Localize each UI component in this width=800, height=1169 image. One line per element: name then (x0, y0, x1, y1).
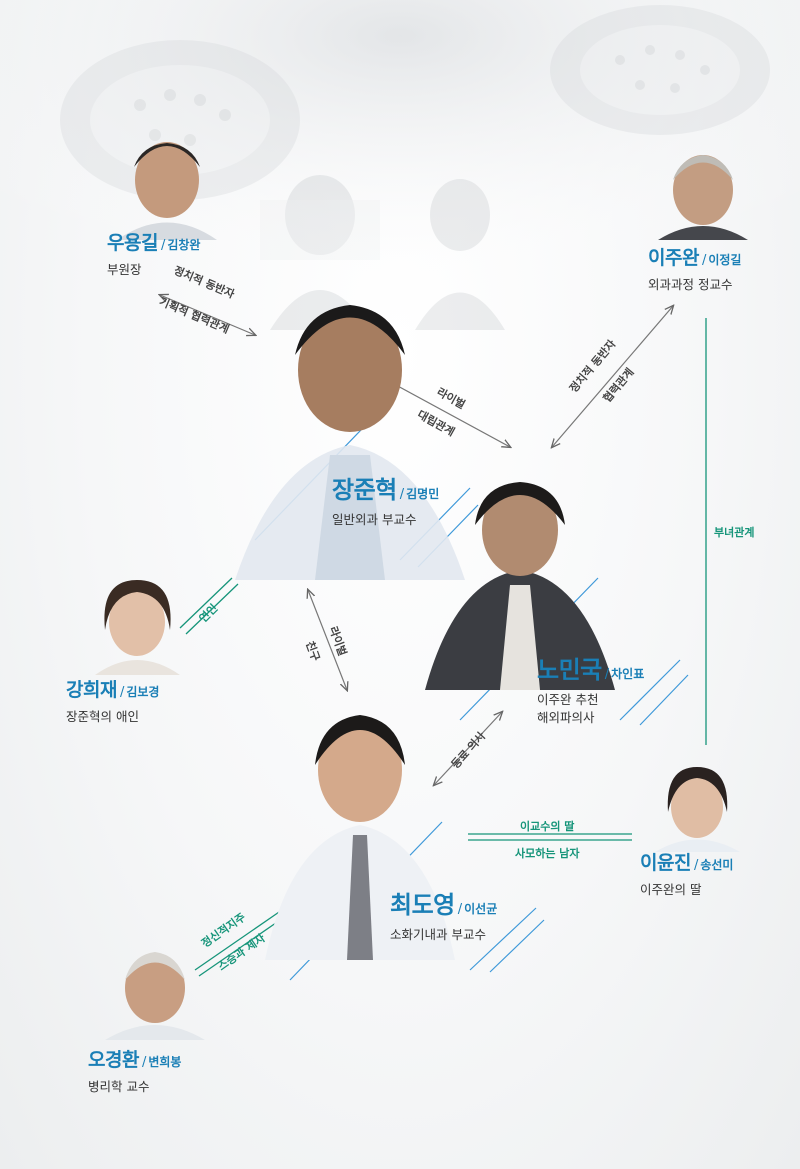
line-oh-choi-2 (198, 915, 287, 977)
character-name: 노민국 (537, 656, 602, 684)
character-role: 병리학 교수 (88, 1079, 150, 1094)
surgeons-silhouette (260, 175, 505, 330)
actor-name: 김명민 (406, 487, 440, 501)
slash-divider: / (701, 253, 707, 268)
character-name: 강희재 (66, 679, 117, 701)
arrow-no-leejuwan (552, 306, 673, 447)
slash-divider: / (399, 487, 405, 502)
slash-divider: / (119, 685, 125, 700)
surgical-lamp-left (60, 40, 300, 200)
character-no-mingook: 노민국/차인표 이주완 추천 해외파의사 (537, 650, 644, 727)
actor-name: 이정길 (708, 253, 742, 267)
relation-label-professor-daughter: 이교수의 딸 (520, 820, 575, 833)
character-choi-doyoung: 최도영/이선균 소화기내과 부교수 (390, 885, 497, 944)
character-oh-kyunghwan: 오경환/변희봉 병리학 교수 (88, 1045, 181, 1096)
character-jang-junhyuk: 장준혁/김명민 일반외과 부교수 (332, 470, 439, 529)
character-role: 이주완의 딸 (640, 882, 702, 897)
slash-divider: / (693, 858, 699, 873)
character-role: 외과과정 정교수 (648, 277, 733, 292)
portrait-woo-yonggil (117, 142, 217, 240)
arrow-jang-choi (308, 590, 347, 690)
portrait-jang-junhyuk (235, 305, 465, 580)
surgical-lamp-right (550, 5, 770, 135)
character-name: 이윤진 (640, 852, 691, 874)
character-name: 이주완 (648, 247, 699, 269)
arrow-woo-jang (160, 295, 255, 335)
actor-name: 이선균 (464, 902, 498, 916)
relation-label-admired-man: 사모하는 남자 (515, 847, 580, 860)
character-role: 장준혁의 애인 (66, 709, 139, 724)
actor-name: 김창완 (167, 238, 201, 252)
character-role: 일반외과 부교수 (332, 512, 417, 527)
line-jang-kang-2 (185, 583, 239, 635)
line-jang-kang-1 (179, 577, 233, 629)
actor-name: 변희봉 (148, 1055, 182, 1069)
character-role: 부원장 (107, 262, 142, 277)
slash-divider: / (457, 902, 463, 917)
slash-divider: / (160, 238, 166, 253)
actor-name: 김보경 (126, 685, 160, 699)
portrait-kang-heejae (95, 580, 180, 675)
actor-name: 송선미 (700, 858, 734, 872)
character-name: 우용길 (107, 232, 158, 254)
actor-name: 차인표 (611, 667, 645, 681)
character-role: 이주완 추천 해외파의사 (537, 692, 599, 725)
relation-label-father-daughter: 부녀관계 (714, 526, 755, 539)
character-woo-yonggil: 우용길/김창완 부원장 (107, 228, 200, 279)
character-kang-heejae: 강희재/김보경 장준혁의 애인 (66, 675, 159, 726)
portrait-oh-kyunghwan (105, 952, 205, 1040)
portrait-lee-juwan (658, 155, 748, 240)
character-name: 최도영 (390, 891, 455, 919)
portrait-no-mingook (425, 482, 615, 690)
character-name: 장준혁 (332, 476, 397, 504)
character-lee-yoonjin: 이윤진/송선미 이주완의 딸 (640, 848, 733, 899)
character-name: 오경환 (88, 1049, 139, 1071)
slash-divider: / (141, 1055, 147, 1070)
portrait-choi-doyoung (265, 715, 455, 960)
line-oh-choi-1 (194, 909, 283, 971)
character-lee-juwan: 이주완/이정길 외과과정 정교수 (648, 243, 741, 294)
portrait-lee-yoonjin (655, 767, 740, 852)
slash-divider: / (604, 667, 610, 682)
character-role: 소화기내과 부교수 (390, 927, 486, 942)
arrow-no-choi (434, 712, 502, 785)
arrow-jang-no (383, 378, 510, 447)
